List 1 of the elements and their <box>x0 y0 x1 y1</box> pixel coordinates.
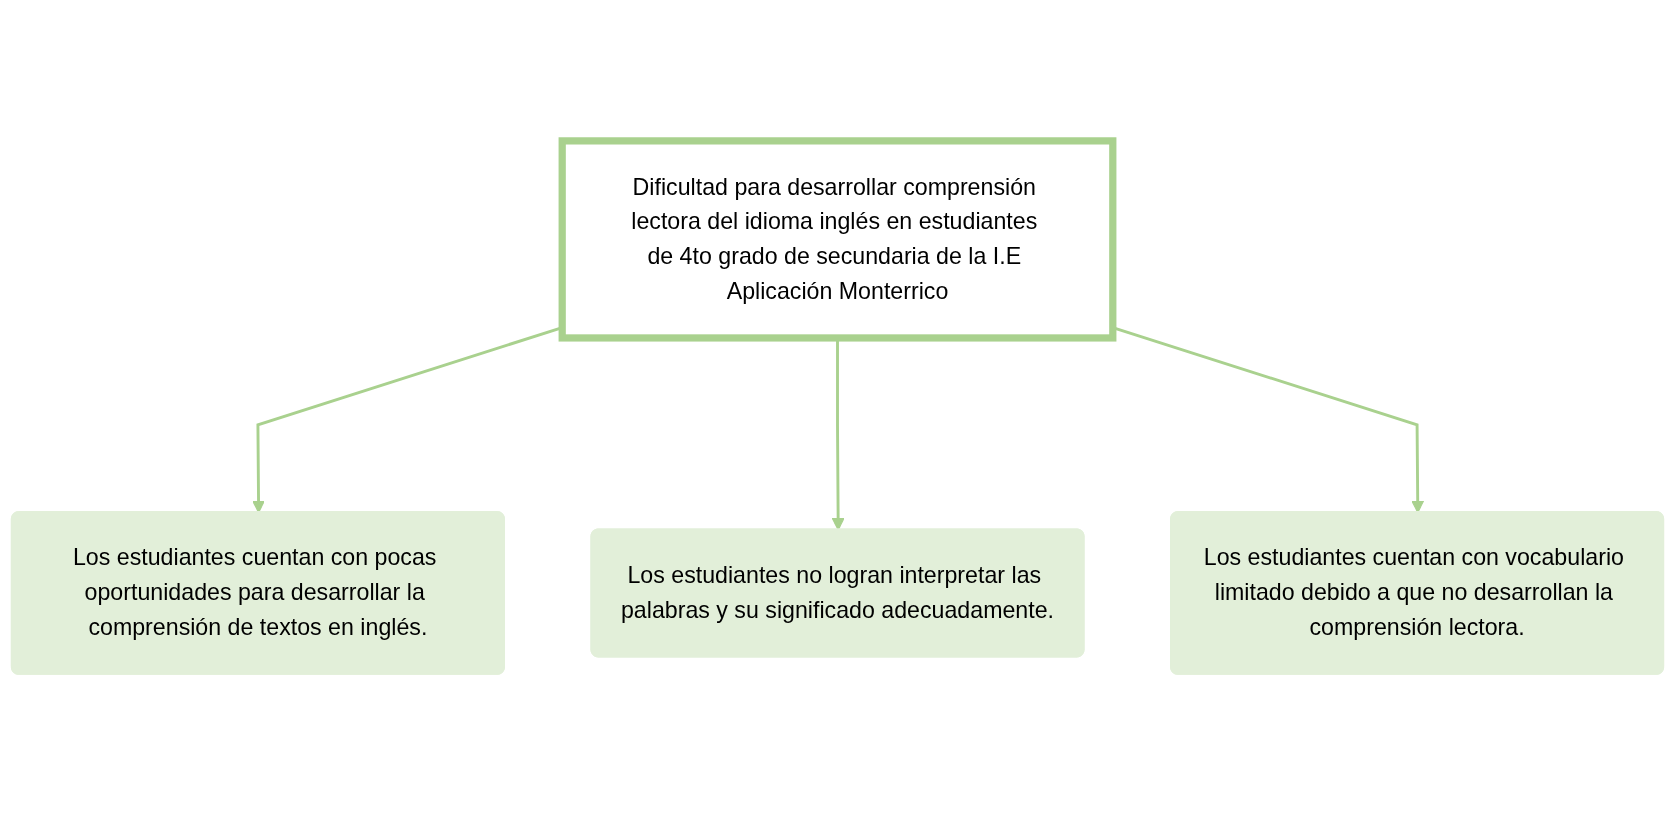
node-box: Dificultad para desarrollar comprensión lectora del idioma inglés en estudiantes de 4to grado de secundaria de la I.E Aplicación Monterrico <box>558 137 1117 342</box>
